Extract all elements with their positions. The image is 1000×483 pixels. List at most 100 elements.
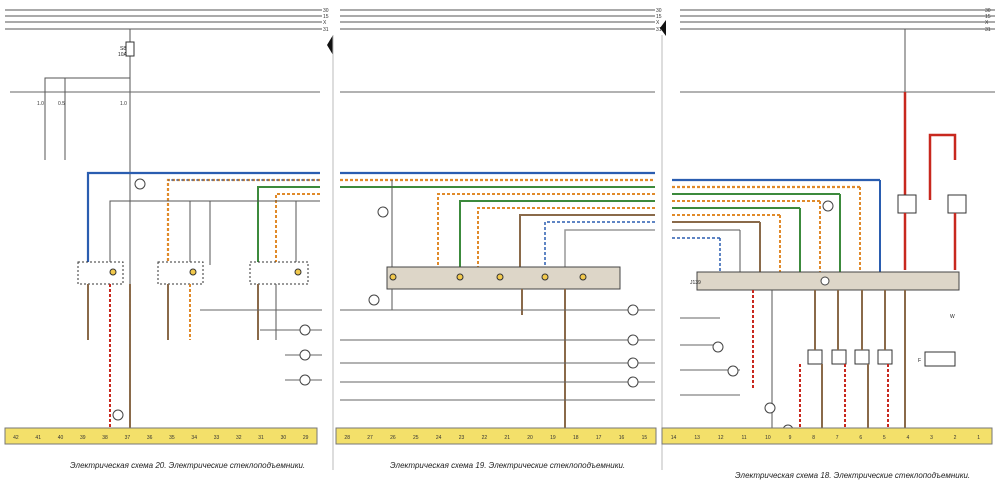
ruler-middle (335, 427, 657, 445)
ref-marker (299, 349, 311, 361)
ruler-left (4, 427, 318, 445)
ruler-number: 21 (504, 435, 510, 441)
motor-icon (854, 349, 870, 365)
lamp-icon (456, 273, 464, 281)
ruler-number: 35 (169, 435, 175, 441)
caption-right: Электрическая схема 18. Электрические ст… (735, 471, 970, 480)
ruler-number: 9 (789, 435, 792, 441)
bus-label-15: 15 (323, 14, 329, 20)
bus-label-30: 30 (323, 8, 329, 14)
wire-size-b: 0.5 (58, 101, 65, 107)
ruler-number: 40 (58, 435, 64, 441)
ruler-number: 41 (35, 435, 41, 441)
bus-label-31b: 31 (656, 27, 662, 33)
ruler-number: 16 (619, 435, 625, 441)
ref-marker (712, 341, 724, 353)
switch-e41 (249, 261, 309, 285)
ref-marker (377, 206, 389, 218)
ref-marker (299, 374, 311, 386)
ruler-number: 18 (573, 435, 579, 441)
switch-f (924, 351, 956, 367)
bus-label-31: 31 (323, 27, 329, 33)
ref-marker (822, 200, 834, 212)
ruler-number: 8 (812, 435, 815, 441)
ground-marker (112, 409, 124, 421)
connector-strip (386, 266, 621, 290)
ref-marker (299, 324, 311, 336)
ref-marker (820, 276, 830, 286)
relay-box (897, 194, 917, 214)
ref-marker (627, 376, 639, 388)
ruler-number: 36 (147, 435, 153, 441)
control-unit-label: J139 (690, 280, 701, 286)
ruler-number: 13 (694, 435, 700, 441)
ref-marker (764, 402, 776, 414)
ruler-number: 38 (102, 435, 108, 441)
lamp-icon (496, 273, 504, 281)
ruler-number: 39 (80, 435, 86, 441)
caption-left: Электрическая схема 20. Электрические ст… (70, 461, 305, 470)
relay-box (947, 194, 967, 214)
ref-marker (627, 304, 639, 316)
ruler-number: 12 (718, 435, 724, 441)
bus-label-30b: 30 (656, 8, 662, 14)
ruler-number: 15 (642, 435, 648, 441)
ruler-number: 7 (836, 435, 839, 441)
ruler-number: 34 (191, 435, 197, 441)
middle-page (340, 91, 655, 435)
motor-icon (807, 349, 823, 365)
ruler-number: 17 (596, 435, 602, 441)
right-page: J139 W F (672, 29, 995, 436)
page-separators (327, 20, 666, 470)
ruler-number: 31 (258, 435, 264, 441)
ruler-number: 26 (390, 435, 396, 441)
motor-icon (877, 349, 893, 365)
lamp-icon (294, 268, 302, 276)
ruler-number: 32 (236, 435, 242, 441)
switch-e40 (157, 261, 204, 285)
lamp-icon (579, 273, 587, 281)
lamp-icon (189, 268, 197, 276)
ruler-number: 4 (907, 435, 910, 441)
ruler-number: 25 (413, 435, 419, 441)
ruler-number: 28 (344, 435, 350, 441)
switch-f-label: F (918, 358, 921, 364)
fuse-rating: 10A (118, 52, 128, 58)
ruler-number: 6 (859, 435, 862, 441)
ruler-number: 14 (671, 435, 677, 441)
wire-size-a: 1.0 (37, 101, 44, 107)
ruler-number: 11 (742, 435, 747, 441)
ruler-number: 29 (303, 435, 309, 441)
ruler-number: 27 (367, 435, 373, 441)
ruler-number: 5 (883, 435, 886, 441)
ref-marker (368, 294, 380, 306)
fuse-s8 (125, 41, 135, 57)
ruler-number: 20 (527, 435, 533, 441)
ref-marker (627, 357, 639, 369)
top-bus-lines (5, 9, 995, 30)
ruler-number: 24 (436, 435, 442, 441)
bus-labels: 30 15 X 31 30 15 X 31 30 15 X 31 (323, 8, 991, 33)
caption-middle: Электрическая схема 19. Электрические ст… (390, 461, 625, 470)
ruler-number: 23 (459, 435, 465, 441)
lamp-icon (109, 268, 117, 276)
ruler-number: 10 (765, 435, 771, 441)
ruler-right (661, 427, 993, 445)
bus-label-xc: X (985, 20, 989, 26)
switch-e39 (77, 261, 124, 285)
wire-size-c: 1.0 (120, 101, 127, 107)
ruler-number: 1 (977, 435, 980, 441)
bus-label-xb: X (656, 20, 660, 26)
ruler-number: 19 (550, 435, 556, 441)
lamp-icon (541, 273, 549, 281)
bus-label-31c: 31 (985, 27, 991, 33)
ruler-number: 37 (125, 435, 131, 441)
ruler-number: 30 (281, 435, 287, 441)
ruler-number: 2 (954, 435, 957, 441)
lamp-icon (389, 273, 397, 281)
bus-label-x: X (323, 20, 327, 26)
ref-marker (134, 178, 146, 190)
ruler-number: 3 (930, 435, 933, 441)
